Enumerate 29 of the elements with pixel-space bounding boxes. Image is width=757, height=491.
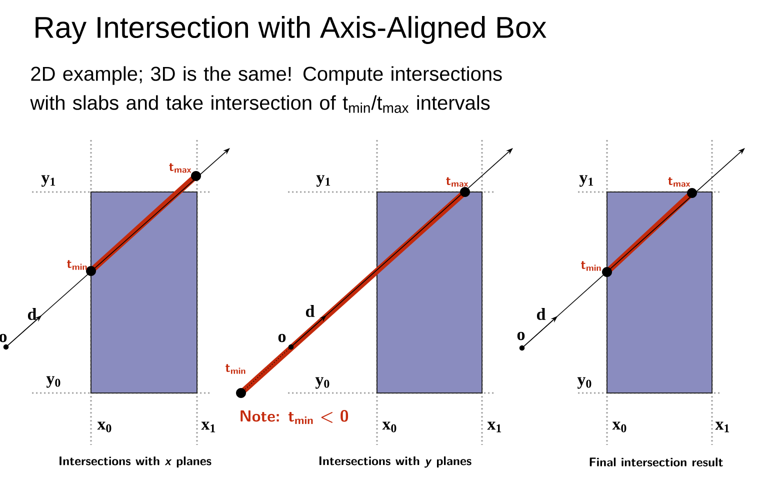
axis-label: x$_{1}$ [201, 422, 216, 432]
note-text: Note: t$_{min}$ < 0 [240, 410, 348, 424]
title: Ray Intersection with Axis-Aligned Box [36, 16, 546, 44]
panel-caption: Intersections with y planes [320, 456, 472, 468]
panel-caption: Intersections with x planes [60, 456, 212, 468]
point-label: t$_{min}$ [581, 261, 601, 271]
point-label: t$_{min}$ [225, 364, 246, 374]
point-label: t$_{max}$ [446, 177, 468, 187]
axis-label: x$_{1}$ [715, 422, 730, 432]
axis-label: o [278, 334, 286, 342]
axis-label: x$_{1}$ [487, 422, 502, 432]
axis-label: y$_{1}$ [316, 175, 330, 187]
axis-label: y$_{0}$ [315, 377, 330, 389]
axis-label: y$_{1}$ [579, 175, 594, 187]
axis-label: d [306, 305, 315, 317]
axis-label: x$_{0}$ [612, 422, 626, 432]
panel-caption: Final intersection result [590, 458, 723, 466]
axis-label: o [517, 332, 525, 340]
axis-label: x$_{0}$ [97, 422, 112, 432]
axis-label: y$_{0}$ [46, 376, 60, 388]
point-label: t$_{max}$ [668, 177, 690, 187]
axis-label: d [28, 308, 37, 320]
point-label: t$_{max}$ [169, 163, 192, 173]
axis-label: d [536, 308, 546, 320]
subtitle: 2D example; 3D is the same! Compute intersections with slabs and take intersection of t$_{min}$/t$_{max}$ intervals [30, 66, 502, 113]
point-label: t$_{min}$ [67, 260, 87, 270]
axis-label: y$_{1}$ [41, 175, 56, 187]
axis-label: y$_{0}$ [577, 377, 592, 389]
axis-label: x$_{0}$ [382, 422, 396, 432]
